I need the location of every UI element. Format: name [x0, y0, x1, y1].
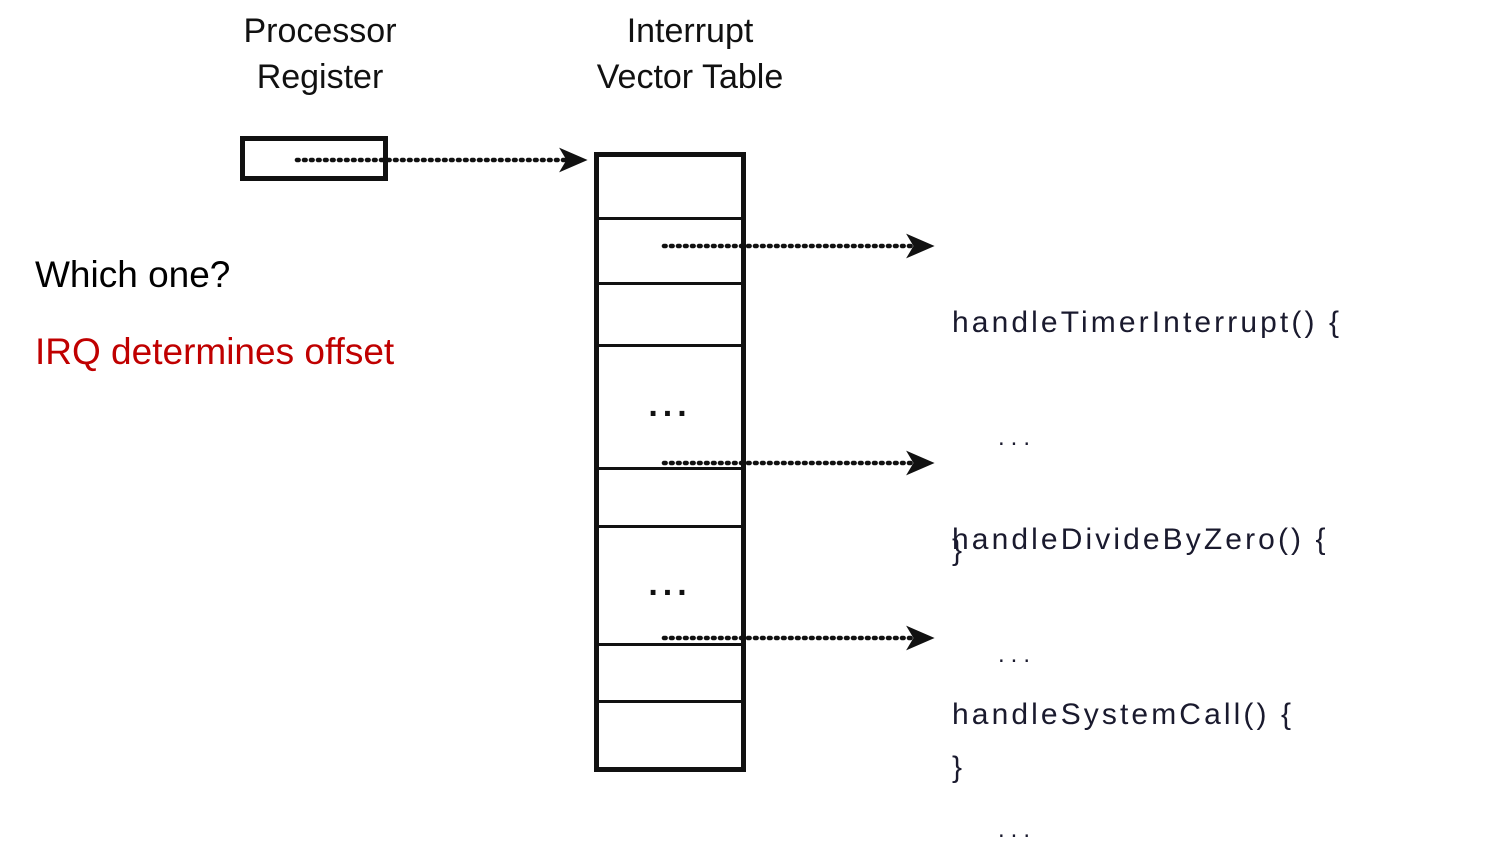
- handler-dividebyzero-body: ...: [998, 641, 1037, 668]
- processor-register-box: [240, 136, 388, 181]
- handler-dividebyzero-close: }: [952, 751, 963, 784]
- vector-slot-gap-2[interactable]: ...: [599, 528, 741, 646]
- vector-slot-dividebyzero[interactable]: [599, 470, 741, 528]
- vector-slot-gap-1[interactable]: ...: [599, 347, 741, 470]
- heading-processor-register: Processor Register: [243, 12, 397, 96]
- handler-timer-signature: handleTimerInterrupt() {: [952, 306, 1343, 339]
- vector-slot-last[interactable]: [599, 703, 741, 767]
- handler-timer-body: ...: [998, 424, 1037, 451]
- handler-dividebyzero-signature: handleDivideByZero() {: [952, 523, 1329, 556]
- vector-slot-systemcall[interactable]: [599, 646, 741, 703]
- annotation-answer: IRQ determines offset: [35, 331, 395, 372]
- vector-gap-2-ellipsis: ...: [648, 564, 692, 603]
- heading-interrupt-vector-table: Interrupt Vector Table: [596, 12, 784, 96]
- vector-slot-timer[interactable]: [599, 220, 741, 285]
- handler-timer-close: }: [952, 534, 963, 567]
- interrupt-vector-table: ... ...: [594, 152, 746, 772]
- handler-block-systemcall: handleSystemCall() { ... }: [952, 620, 1294, 855]
- annotation-question: Which one?: [35, 254, 231, 295]
- handler-block-timer: handleTimerInterrupt() { ... }: [952, 228, 1342, 644]
- vector-slot-0[interactable]: [599, 157, 741, 220]
- handler-block-dividebyzero: handleDivideByZero() { ... }: [952, 445, 1329, 855]
- handler-systemcall-body: ...: [998, 816, 1037, 843]
- vector-slot-2[interactable]: [599, 285, 741, 347]
- vector-gap-1-ellipsis: ...: [648, 386, 692, 424]
- handler-systemcall-signature: handleSystemCall() {: [952, 698, 1295, 731]
